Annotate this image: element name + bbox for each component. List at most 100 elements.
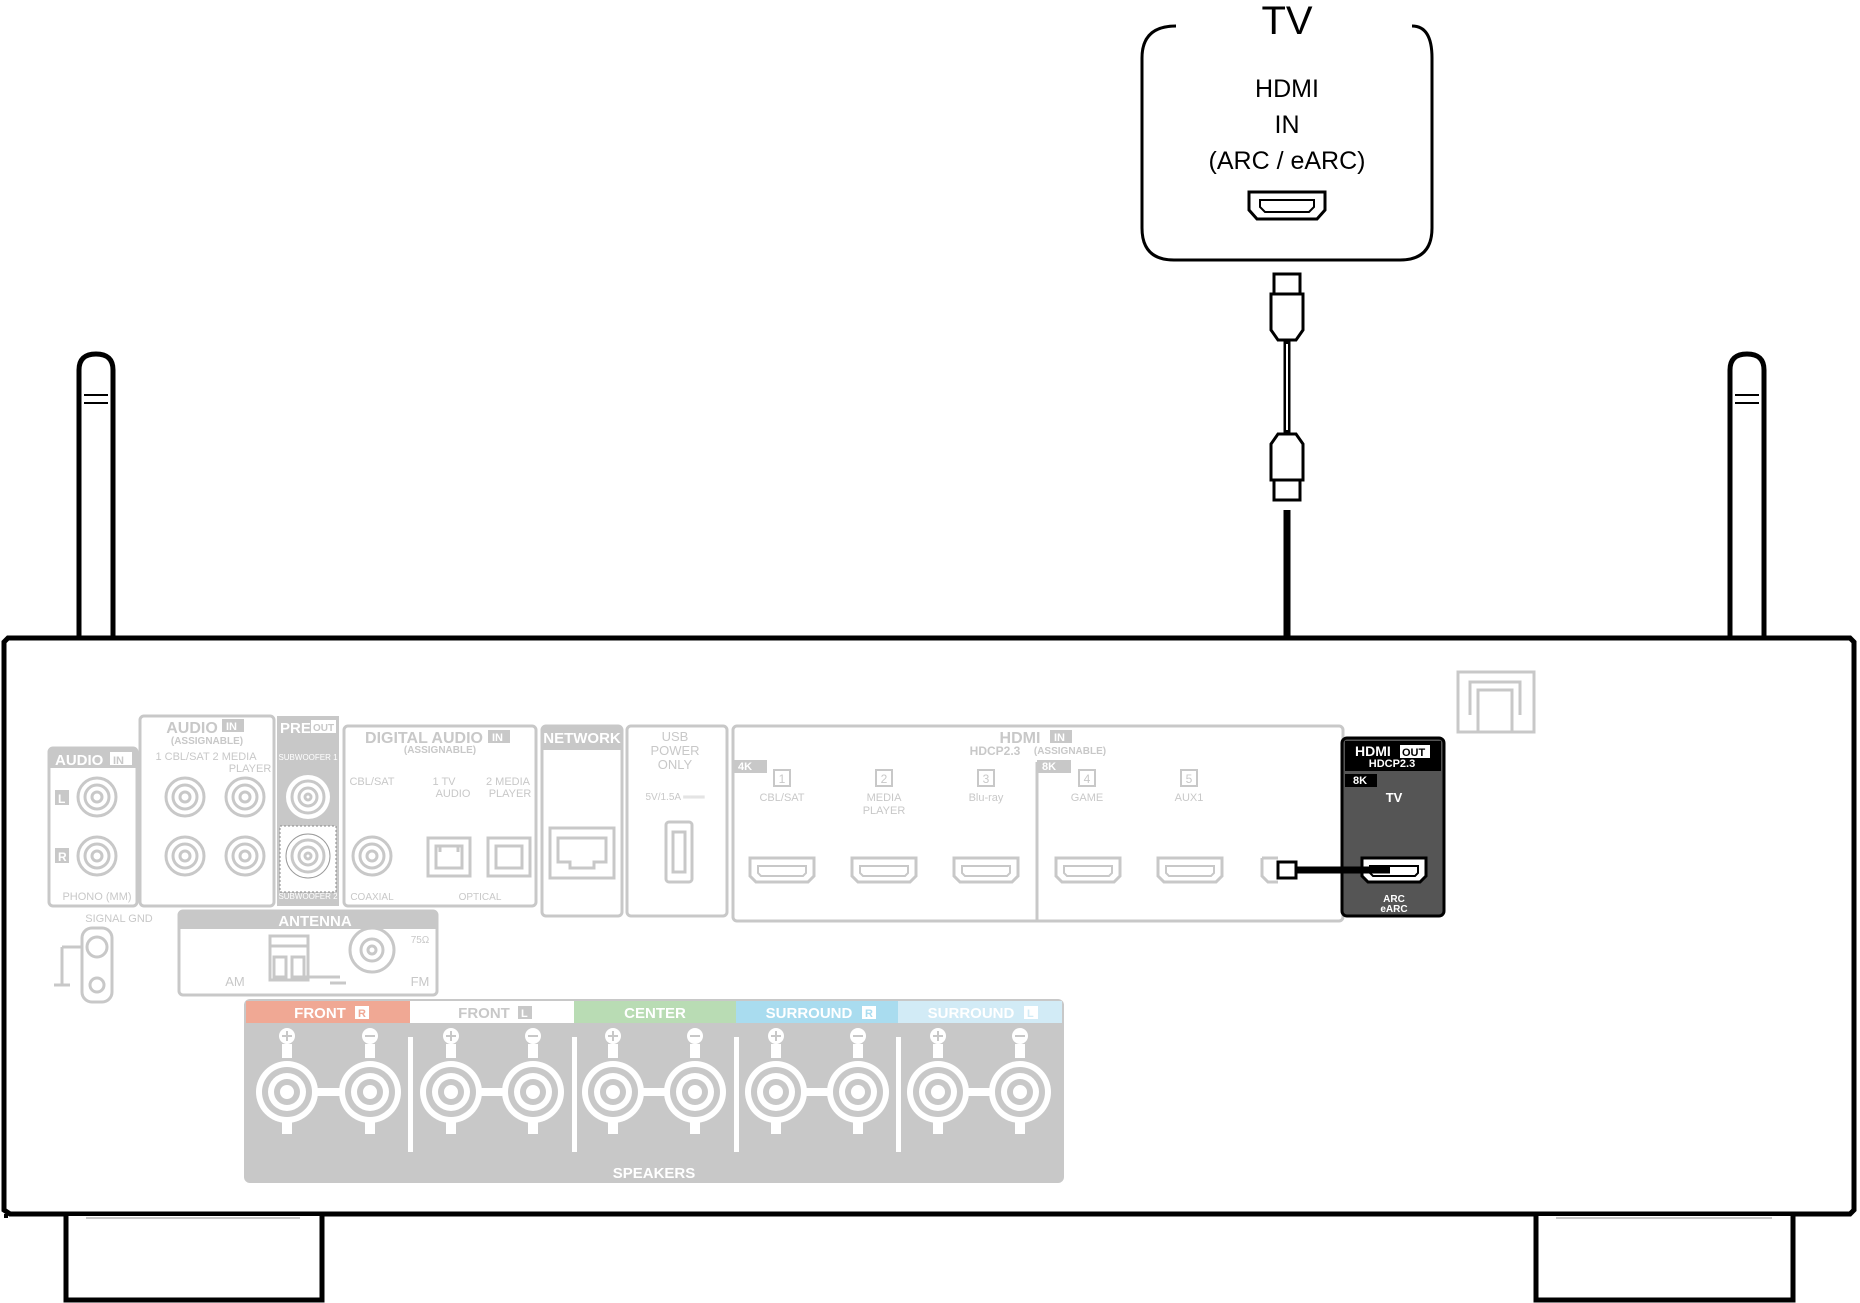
svg-text:SUBWOOFER 1: SUBWOOFER 1 xyxy=(278,753,338,762)
svg-text:PLAYER: PLAYER xyxy=(489,788,532,800)
svg-text:USB: USB xyxy=(662,729,689,744)
phono-r-jack xyxy=(76,835,118,877)
svg-text:HDCP2.3: HDCP2.3 xyxy=(970,744,1021,758)
speaker-terminal-pair xyxy=(256,1028,401,1134)
svg-text:8K: 8K xyxy=(1353,775,1367,787)
svg-text:OUT: OUT xyxy=(313,723,334,734)
svg-text:AUDIO: AUDIO xyxy=(166,720,218,737)
foot-left xyxy=(63,1216,325,1303)
optical-1-port xyxy=(426,836,472,878)
coaxial-jack xyxy=(351,835,393,877)
audio-in-2l-jack xyxy=(224,776,266,818)
antenna-section: ANTENNA AM 75Ω FM xyxy=(177,909,439,997)
signal-gnd-terminal xyxy=(54,926,114,1004)
svg-text:AUDIO: AUDIO xyxy=(436,788,471,800)
svg-text:POWER: POWER xyxy=(650,743,699,758)
hdmi-cable-end xyxy=(1276,860,1390,880)
speaker-terminal-pair xyxy=(420,1028,564,1134)
svg-text:IN: IN xyxy=(226,721,237,733)
svg-text:SURROUND: SURROUND xyxy=(766,1005,853,1022)
audio-in-2r-jack xyxy=(224,835,266,877)
svg-text:3: 3 xyxy=(983,772,990,786)
svg-text:IN: IN xyxy=(492,732,503,744)
phono-input-section: AUDIO IN L R PHONO (MM) SIGNAL GND xyxy=(47,746,153,1004)
svg-text:R: R xyxy=(865,1008,873,1020)
svg-text:8K: 8K xyxy=(1042,761,1056,773)
tv-arc-label: (ARC / eARC) xyxy=(1209,147,1366,175)
svg-text:1 CBL/SAT 2 MEDIA: 1 CBL/SAT 2 MEDIA xyxy=(155,751,257,763)
svg-text:SUBWOOFER 2: SUBWOOFER 2 xyxy=(278,892,338,901)
speaker-terminal-pair xyxy=(745,1028,889,1134)
am-antenna-terminal xyxy=(268,934,346,985)
speaker-terminal-pair xyxy=(907,1028,1051,1134)
phono-l-jack xyxy=(76,776,118,818)
svg-text:ONLY: ONLY xyxy=(658,757,693,772)
svg-text:SPEAKERS: SPEAKERS xyxy=(613,1165,696,1182)
tv-in-label: IN xyxy=(1275,111,1300,139)
svg-text:5: 5 xyxy=(1186,772,1193,786)
svg-text:(ASSIGNABLE): (ASSIGNABLE) xyxy=(171,736,243,747)
hdmi-out-section: HDMI OUT HDCP2.3 8K TV ARC eARC xyxy=(1340,736,1446,918)
svg-text:PLAYER: PLAYER xyxy=(863,805,906,817)
svg-text:SIGNAL GND: SIGNAL GND xyxy=(85,913,152,925)
svg-text:IN: IN xyxy=(1054,732,1065,744)
svg-text:AM: AM xyxy=(225,974,245,989)
svg-text:AUX1: AUX1 xyxy=(1175,792,1204,804)
tv-device: TV HDMI IN (ARC / eARC) xyxy=(1140,0,1434,262)
svg-text:(ASSIGNABLE): (ASSIGNABLE) xyxy=(1034,746,1106,757)
svg-text:R: R xyxy=(358,1008,366,1020)
svg-text:NETWORK: NETWORK xyxy=(543,730,621,747)
svg-text:L: L xyxy=(1027,1008,1034,1020)
svg-text:CBL/SAT: CBL/SAT xyxy=(759,792,804,804)
speakers-section: FRONT R FRONT L CENTER SURROUND R SURROU… xyxy=(244,999,1064,1183)
svg-text:4K: 4K xyxy=(738,761,752,773)
svg-text:L: L xyxy=(521,1008,528,1020)
svg-text:AUDIO: AUDIO xyxy=(55,752,104,769)
hdmi-in-2: 2 MEDIA PLAYER xyxy=(850,769,918,884)
svg-text:ARC: ARC xyxy=(1383,894,1405,905)
svg-text:PRE: PRE xyxy=(280,720,311,737)
svg-text:CBL/SAT: CBL/SAT xyxy=(349,776,394,788)
svg-text:Blu-ray: Blu-ray xyxy=(969,792,1004,804)
svg-text:FM: FM xyxy=(411,974,430,989)
speaker-terminals xyxy=(256,1028,1051,1134)
usb-port xyxy=(664,820,694,884)
hdmi-in-4: 4 GAME xyxy=(1054,769,1122,884)
svg-text:R: R xyxy=(58,850,67,864)
audio-in-section: AUDIO IN (ASSIGNABLE) 1 CBL/SAT 2 MEDIA … xyxy=(138,714,276,908)
svg-text:HDCP2.3: HDCP2.3 xyxy=(1369,758,1415,770)
subwoofer-2-jack xyxy=(290,838,326,874)
audio-in-1l-jack xyxy=(164,776,206,818)
svg-text:1: 1 xyxy=(779,772,786,786)
pre-out-section: PRE OUT SUBWOOFER 1 SUBWOOFER 2 xyxy=(277,716,339,906)
svg-text:CENTER: CENTER xyxy=(624,1005,686,1022)
audio-in-1r-jack xyxy=(164,835,206,877)
svg-text:2: 2 xyxy=(881,772,888,786)
svg-text:(ASSIGNABLE): (ASSIGNABLE) xyxy=(404,745,476,756)
svg-text:DIGITAL AUDIO: DIGITAL AUDIO xyxy=(365,730,483,747)
tv-title: TV xyxy=(1261,0,1312,43)
svg-text:4: 4 xyxy=(1084,772,1091,786)
digital-audio-section: DIGITAL AUDIO IN (ASSIGNABLE) CBL/SAT 1 … xyxy=(342,724,538,908)
hdmi-in-3: 3 Blu-ray xyxy=(952,769,1020,884)
network-section: NETWORK xyxy=(540,724,624,918)
svg-text:OUT: OUT xyxy=(1402,747,1426,759)
svg-text:75Ω: 75Ω xyxy=(411,935,430,946)
svg-text:SURROUND: SURROUND xyxy=(928,1005,1015,1022)
svg-text:GAME: GAME xyxy=(1071,792,1103,804)
fm-antenna-jack xyxy=(348,926,396,974)
hdmi-in-section: HDMI IN HDCP2.3 (ASSIGNABLE) 4K 8K 1 CBL… xyxy=(731,724,1345,923)
svg-text:HDMI: HDMI xyxy=(1355,743,1391,759)
ethernet-port xyxy=(548,826,616,880)
svg-text:PLAYER: PLAYER xyxy=(229,763,272,775)
svg-text:PHONO (MM): PHONO (MM) xyxy=(62,891,131,903)
svg-text:HDMI: HDMI xyxy=(1000,730,1041,747)
svg-text:FRONT: FRONT xyxy=(294,1005,346,1022)
speaker-terminal-pair xyxy=(582,1028,726,1134)
svg-text:TV: TV xyxy=(1386,790,1403,805)
svg-text:L: L xyxy=(58,792,65,806)
svg-text:FRONT: FRONT xyxy=(458,1005,510,1022)
foot-right xyxy=(1533,1216,1796,1303)
svg-text:OPTICAL: OPTICAL xyxy=(459,892,502,903)
